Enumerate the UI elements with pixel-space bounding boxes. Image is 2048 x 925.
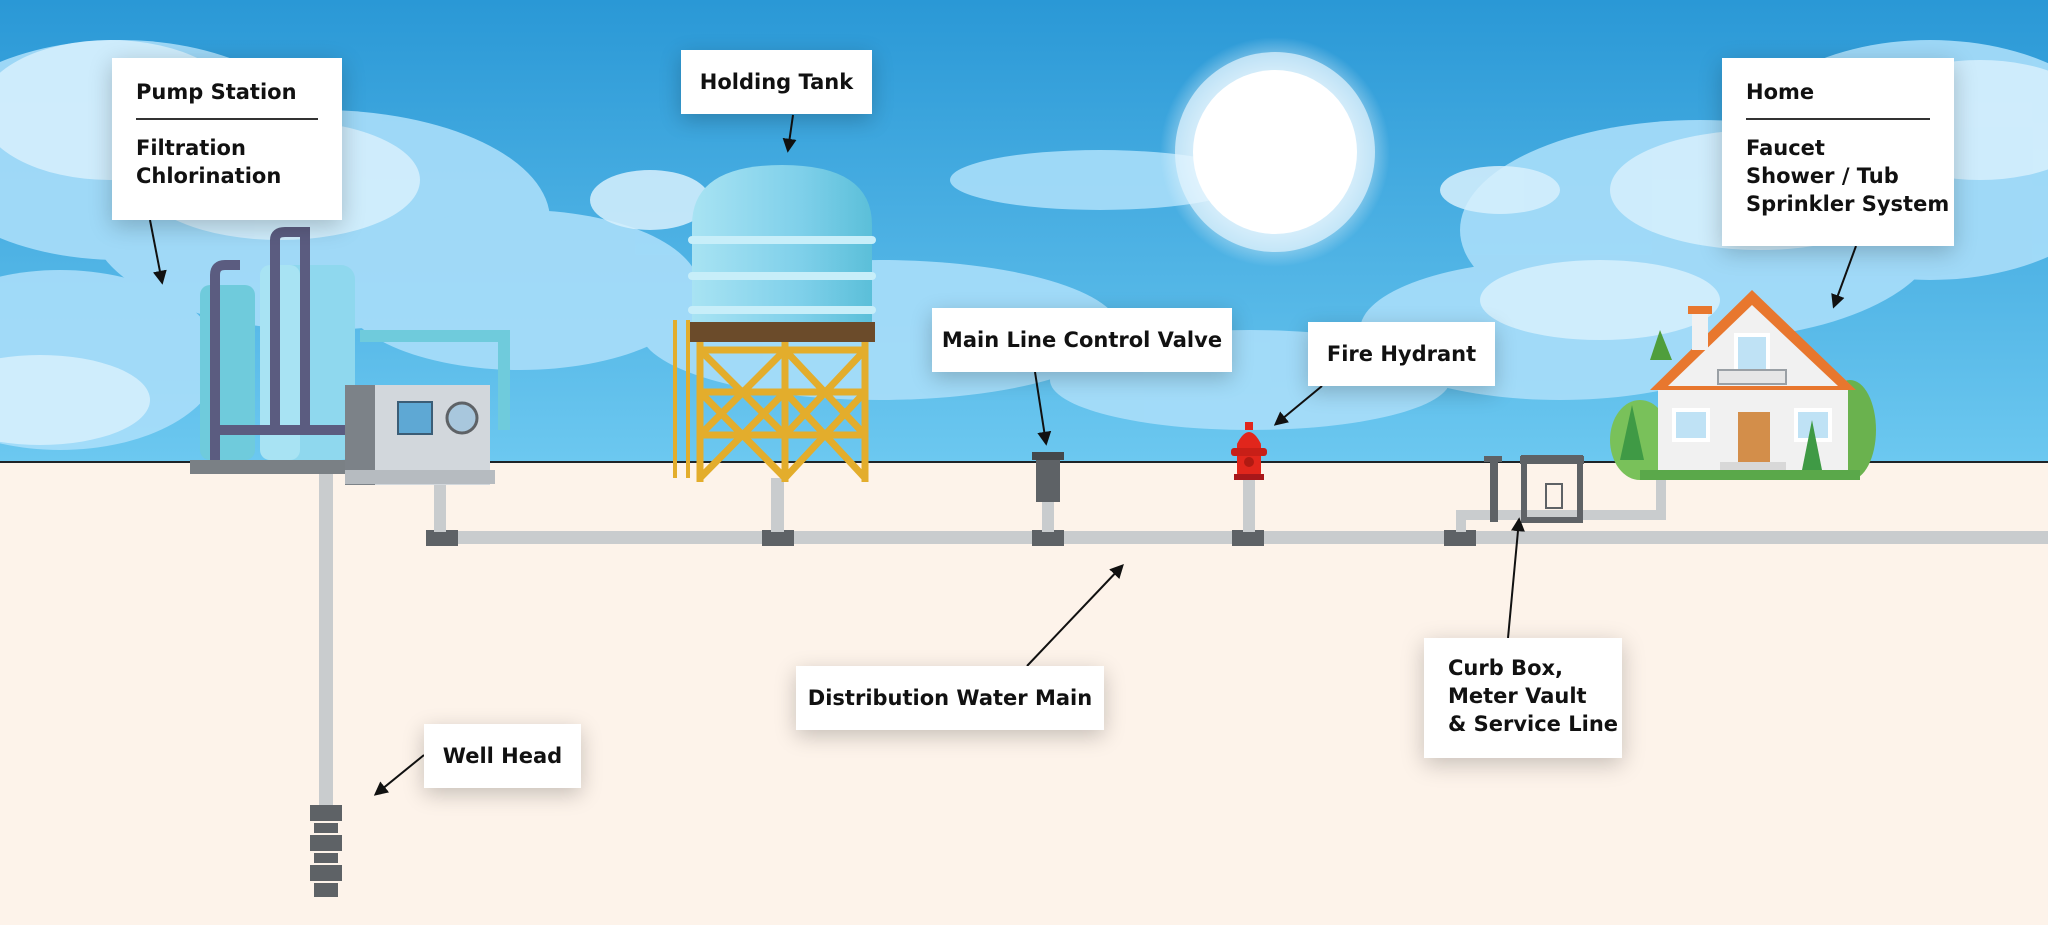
pump-station-label: Pump Station Filtration Chlorination xyxy=(112,58,342,220)
curb-box-label: Curb Box, Meter Vault & Service Line xyxy=(1424,638,1622,758)
well-head-text: Well Head xyxy=(442,744,563,768)
fire-hydrant-label: Fire Hydrant xyxy=(1308,322,1495,386)
distribution-main-pipe xyxy=(426,476,2048,546)
arrow-pump-station xyxy=(149,219,167,285)
control-valve-text: Main Line Control Valve xyxy=(941,328,1223,352)
arrow-curb-box xyxy=(1507,517,1525,639)
arrow-fire-hydrant xyxy=(1273,385,1323,426)
control-valve-label: Main Line Control Valve xyxy=(932,308,1232,372)
home-item: Faucet xyxy=(1746,136,1825,160)
distribution-main-text: Distribution Water Main xyxy=(807,686,1093,710)
home-divider xyxy=(1746,118,1930,120)
distribution-main-label: Distribution Water Main xyxy=(796,666,1104,730)
holding-tank-text: Holding Tank xyxy=(699,70,854,94)
holding-tank-label: Holding Tank xyxy=(681,50,872,114)
home-label: Home Faucet Shower / Tub Sprinkler Syste… xyxy=(1722,58,1954,246)
service-line xyxy=(1456,455,1666,532)
sun xyxy=(1160,37,1390,267)
pump-station-divider xyxy=(136,118,318,120)
curb-box-line: Curb Box, xyxy=(1448,656,1564,680)
curb-box-line: & Service Line xyxy=(1448,712,1619,736)
well-casing xyxy=(310,470,342,897)
water-tower xyxy=(673,165,876,482)
control-valve xyxy=(1032,452,1064,502)
home-item: Sprinkler System xyxy=(1746,192,1950,216)
arrow-distribution-main xyxy=(1026,563,1124,667)
arrow-control-valve xyxy=(1034,371,1052,446)
pump-station-item: Filtration xyxy=(136,136,246,160)
arrow-home xyxy=(1831,245,1857,309)
pump-station xyxy=(190,227,510,485)
well-head-label: Well Head xyxy=(424,724,581,788)
callout-arrows xyxy=(149,114,1857,796)
arrow-holding-tank xyxy=(782,114,797,153)
fire-hydrant xyxy=(1231,422,1267,480)
house xyxy=(1610,290,1876,480)
home-item: Shower / Tub xyxy=(1746,164,1899,188)
pump-station-item: Chlorination xyxy=(136,164,282,188)
home-title: Home xyxy=(1746,80,1815,104)
arrow-well-head xyxy=(373,754,425,796)
curb-box-line: Meter Vault xyxy=(1448,684,1587,708)
fire-hydrant-text: Fire Hydrant xyxy=(1326,342,1477,366)
pump-station-title: Pump Station xyxy=(136,80,297,104)
